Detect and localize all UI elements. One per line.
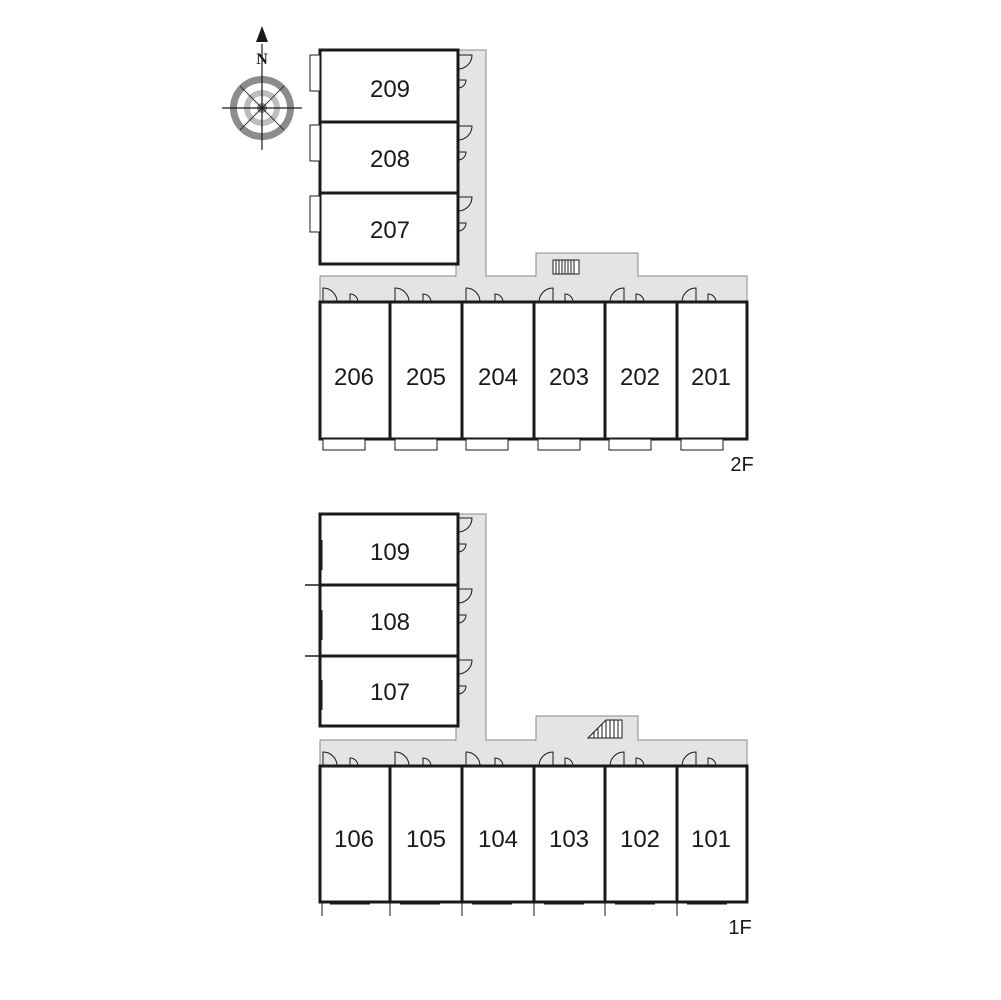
room-203-label: 203	[549, 364, 589, 391]
room-102-label: 102	[620, 826, 660, 853]
row-rooms-2f: 206 205 204 203 202 201	[318, 287, 749, 451]
north-label: N	[256, 51, 268, 68]
corridor-1f	[319, 513, 748, 767]
corridor-2f	[319, 49, 748, 303]
floor-2f: 209 208 207 206 205	[309, 48, 754, 476]
wing-rooms-2f: 209 208 207	[309, 48, 473, 266]
room-109-label: 109	[370, 539, 410, 566]
room-204-label: 204	[478, 364, 518, 391]
room-108-label: 108	[370, 609, 410, 636]
room-201-label: 201	[691, 364, 731, 391]
compass-rose: N	[222, 26, 302, 150]
room-101-label: 101	[691, 826, 731, 853]
staircase-1f-icon	[586, 719, 623, 739]
room-209-label: 209	[370, 76, 410, 103]
floor-1f: 109 108 107	[305, 512, 752, 939]
room-106-label: 106	[334, 826, 374, 853]
room-103-label: 103	[549, 826, 589, 853]
room-105-label: 105	[406, 826, 446, 853]
room-207-label: 207	[370, 217, 410, 244]
row-rooms-1f: 106 105 104 103 102 101	[318, 751, 749, 916]
room-208-label: 208	[370, 146, 410, 173]
wing-rooms-1f: 109 108 107	[305, 512, 473, 728]
north-arrow-icon	[256, 26, 268, 42]
room-202-label: 202	[620, 364, 660, 391]
staircase-2f-icon	[552, 259, 580, 275]
room-107-label: 107	[370, 679, 410, 706]
floor-label-2f: 2F	[730, 454, 753, 476]
room-205-label: 205	[406, 364, 446, 391]
floor-label-1f: 1F	[728, 917, 751, 939]
room-206-label: 206	[334, 364, 374, 391]
room-104-label: 104	[478, 826, 518, 853]
